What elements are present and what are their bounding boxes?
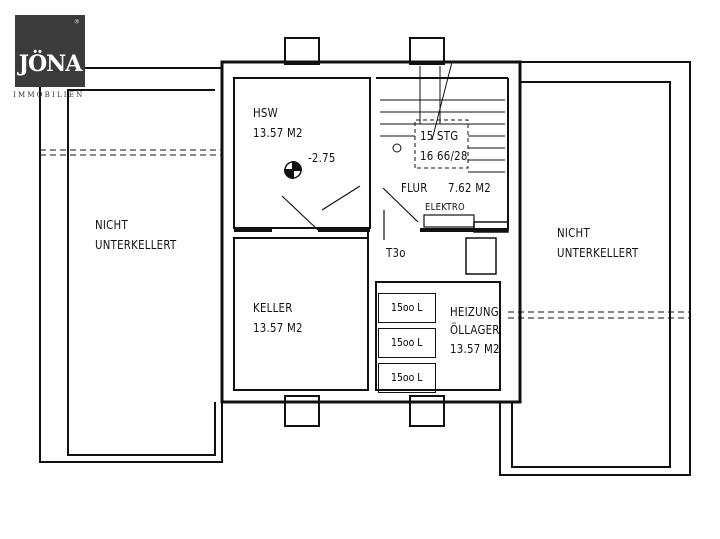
left-wing-label-2: UNTERKELLERT: [95, 238, 177, 252]
oellager-label: ÖLLAGER: [450, 323, 500, 337]
heizung-label: HEIZUNG: [450, 305, 499, 319]
logo-subtitle: IMMOBILIEN: [13, 91, 85, 99]
right-wing-label-1: NICHT: [557, 226, 590, 240]
company-logo: ® JÖNA: [15, 15, 85, 87]
flur-name: FLUR: [401, 181, 428, 195]
oil-tank: 15oo L: [378, 293, 436, 323]
stairs-size: 16 66/28: [420, 149, 468, 163]
hsw-name: HSW: [253, 106, 278, 120]
keller-name: KELLER: [253, 301, 293, 315]
registered-mark: ®: [74, 18, 79, 26]
elektro-label: ELEKTRO: [425, 202, 465, 213]
logo-name: JÖNA: [18, 51, 83, 77]
tank-capacity: 15oo L: [391, 336, 423, 349]
right-wing-walls: [499, 61, 691, 476]
oil-tank: 15oo L: [378, 328, 436, 358]
heizung-area: 13.57 M2: [450, 342, 500, 356]
tank-capacity: 15oo L: [391, 371, 423, 384]
tank-capacity: 15oo L: [391, 301, 423, 314]
stairs-count: 15 STG: [420, 129, 459, 143]
oil-tank: 15oo L: [378, 363, 436, 393]
door-rating: T3o: [386, 246, 406, 260]
level-mark: -2.75: [308, 151, 336, 165]
flur-area: 7.62 M2: [448, 181, 492, 195]
left-wing-label-1: NICHT: [95, 218, 128, 232]
right-wing-label-2: UNTERKELLERT: [557, 246, 639, 260]
left-wing-walls: [39, 67, 223, 463]
keller-area: 13.57 M2: [253, 321, 303, 335]
central-walls: [220, 37, 522, 427]
hsw-area: 13.57 M2: [253, 126, 303, 140]
